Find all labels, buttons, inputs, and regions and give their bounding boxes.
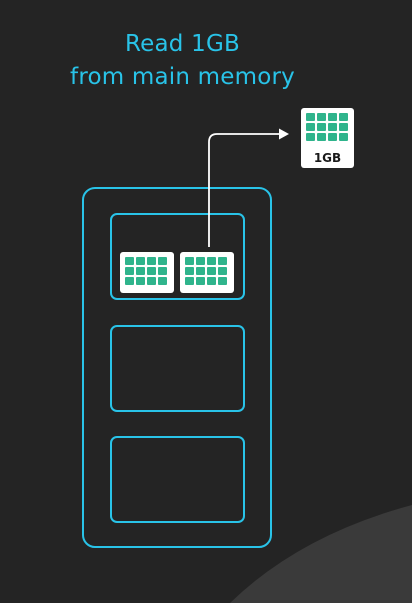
output-block: 1GB [301, 108, 354, 168]
memory-slot-bottom [110, 436, 245, 523]
memory-slot-top [110, 213, 245, 300]
title-line-1: Read 1GB [125, 31, 240, 57]
output-block-label: 1GB [314, 151, 341, 165]
arrowhead [279, 128, 289, 140]
arrow-right-icon [208, 133, 280, 247]
memory-block-icon [180, 252, 234, 293]
title-line-2: from main memory [70, 64, 295, 90]
memory-module [82, 187, 272, 548]
memory-slot-middle [110, 325, 245, 412]
memory-block-icon [120, 252, 174, 293]
background-sweep [230, 505, 412, 603]
